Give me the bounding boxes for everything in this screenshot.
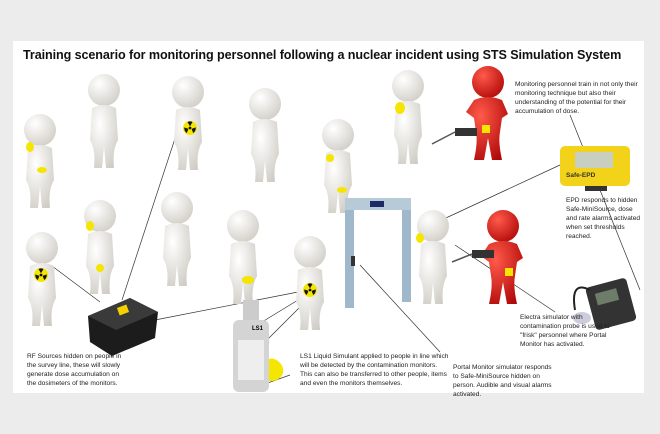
note-portal: Portal Monitor simulator responds to Saf… bbox=[453, 364, 552, 398]
radiation-source-icon bbox=[34, 268, 48, 282]
note-monitoring: Monitoring personnel train in not only t… bbox=[515, 81, 638, 115]
monitoring-personnel bbox=[431, 66, 523, 304]
epd-brand-label: Safe-EPD bbox=[566, 172, 596, 179]
page-title: Training scenario for monitoring personn… bbox=[23, 48, 622, 62]
portal-monitor bbox=[345, 198, 411, 308]
bottle-label: LS1 bbox=[252, 326, 264, 332]
note-ls1: LS1 Liquid Simulant applied to people in… bbox=[300, 353, 449, 387]
epd-device bbox=[560, 146, 630, 191]
ls1-bottle bbox=[233, 300, 269, 392]
note-epd: EPD responds to hidden Safe-MiniSource, … bbox=[566, 197, 641, 240]
radiation-source-icon bbox=[183, 121, 197, 135]
contamination-markers bbox=[26, 102, 424, 382]
slide: Training scenario for monitoring personn… bbox=[13, 41, 644, 398]
scenario-illustration bbox=[24, 66, 641, 392]
radiation-source-icon bbox=[303, 283, 317, 297]
electra-simulator bbox=[573, 278, 637, 330]
note-rf-sources: RF Sources hidden on people in the surve… bbox=[27, 353, 122, 387]
rf-source-box bbox=[88, 298, 158, 356]
connector-lines bbox=[51, 107, 641, 386]
note-electra: Electra simulator with contamination pro… bbox=[520, 314, 610, 348]
